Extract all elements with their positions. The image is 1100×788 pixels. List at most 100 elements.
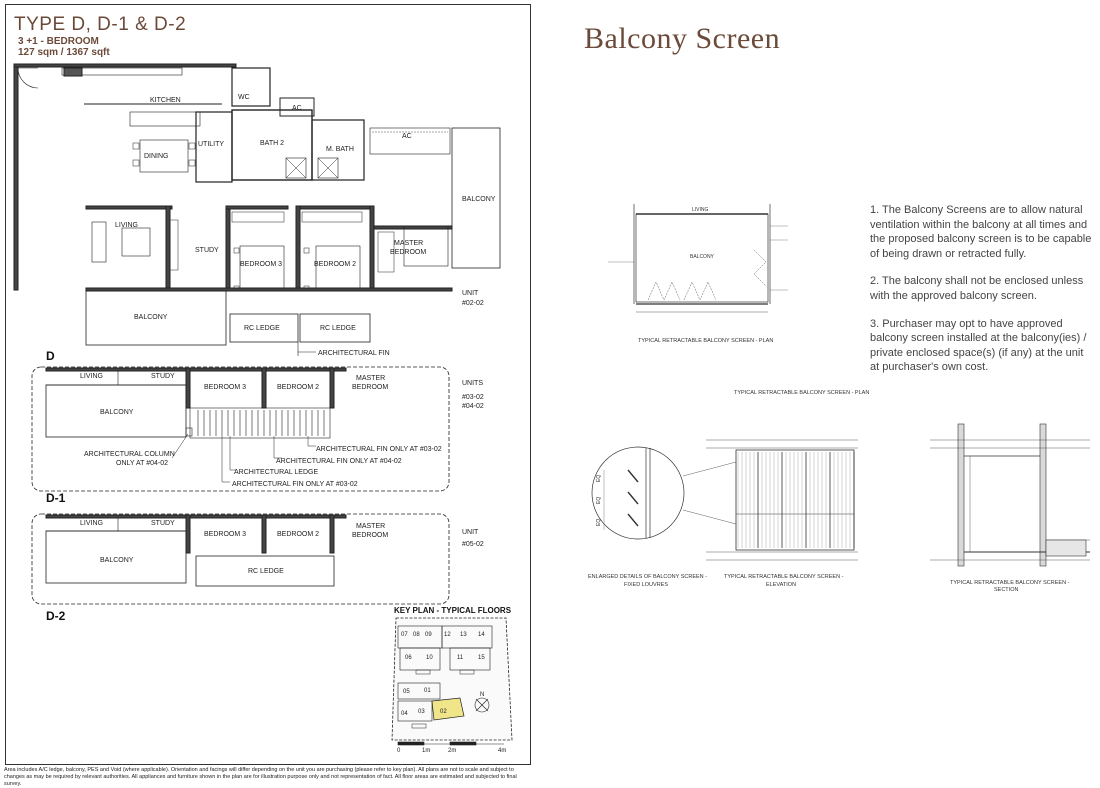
- plan-balcony-label: BALCONY: [690, 254, 715, 260]
- unit-type-title: TYPE D, D-1 & D-2: [14, 14, 187, 35]
- d1-units-label: UNITS: [462, 380, 483, 387]
- block-01: 01: [424, 688, 431, 694]
- plan-d-labels: KITCHEN WC AC UTILITY DINING BATH 2 M. B…: [46, 94, 496, 363]
- scale-2m: 2m: [448, 748, 456, 754]
- key-plan-title: KEY PLAN - TYPICAL FLOORS: [394, 606, 512, 615]
- eq-label-3: EQ: [596, 519, 602, 526]
- eq-label-1: EQ: [596, 475, 602, 482]
- plan-d2-walls: [31, 513, 450, 605]
- room-balcony: BALCONY: [134, 314, 168, 321]
- key-plan-labels: KEY PLAN - TYPICAL FLOORS 07 08 09 12 13…: [394, 606, 512, 754]
- d2-master: MASTER: [356, 523, 385, 530]
- caption-section-1: TYPICAL RETRACTABLE BALCONY SCREEN -: [950, 580, 1070, 586]
- block-02-highlight: 02: [440, 709, 447, 715]
- d1-fin-03: ARCHITECTURAL FIN ONLY AT #03-02: [316, 446, 442, 453]
- balcony-screen-notes: 1. The Balcony Screens are to allow natu…: [870, 203, 1092, 388]
- note-3: 3. Purchaser may opt to have approved ba…: [870, 317, 1087, 374]
- balcony-screen-title: Balcony Screen: [584, 22, 781, 55]
- screen-plan-labels: LIVING BALCONY TYPICAL RETRACTABLE BALCO…: [638, 207, 869, 396]
- caption-plan-2: TYPICAL RETRACTABLE BALCONY SCREEN - PLA…: [734, 390, 869, 396]
- d1-ledge: ARCHITECTURAL LEDGE: [234, 469, 318, 476]
- caption-detail-1: ENLARGED DETAILS OF BALCONY SCREEN -: [588, 574, 707, 580]
- room-dining: DINING: [144, 153, 169, 160]
- room-utility: UTILITY: [198, 141, 224, 148]
- room-balcony-right: BALCONY: [462, 196, 496, 203]
- d1-balcony: BALCONY: [100, 409, 134, 416]
- plan-d-walls: [13, 63, 501, 356]
- plan-d1-labels: LIVING STUDY BEDROOM 3 BEDROOM 2 MASTER …: [46, 373, 484, 505]
- caption-plan: TYPICAL RETRACTABLE BALCONY SCREEN - PLA…: [638, 338, 773, 344]
- room-master-bedroom: BEDROOM: [390, 249, 426, 256]
- room-study: STUDY: [195, 247, 219, 254]
- d1-fin-04: ARCHITECTURAL FIN ONLY AT #04-02: [276, 458, 402, 465]
- d2-unit-no: #05-02: [462, 541, 484, 548]
- d1-study: STUDY: [151, 373, 175, 380]
- caption-elevation-2: ELEVATION: [766, 582, 796, 588]
- plan-d2-labels: LIVING STUDY BEDROOM 3 BEDROOM 2 MASTER …: [46, 520, 484, 623]
- d2-bedroom2: BEDROOM 2: [277, 531, 319, 538]
- room-mbath: M. BATH: [326, 146, 354, 153]
- d2-rc-ledge: RC LEDGE: [248, 568, 284, 575]
- room-bedroom2: BEDROOM 2: [314, 261, 356, 268]
- room-bedroom3: BEDROOM 3: [240, 261, 282, 268]
- d1-fin-03b: ARCHITECTURAL FIN ONLY AT #03-02: [232, 481, 358, 488]
- d2-balcony: BALCONY: [100, 557, 134, 564]
- d1-unit-b: #04-02: [462, 403, 484, 410]
- scale-0: 0: [397, 748, 401, 754]
- d1-living: LIVING: [80, 373, 103, 380]
- rc-ledge-1: RC LEDGE: [244, 325, 280, 332]
- note-2: 2. The balcony shall not be enclosed unl…: [870, 275, 1084, 302]
- block-14: 14: [478, 632, 485, 638]
- scale-4m: 4m: [498, 748, 506, 754]
- bedroom-count: 3 +1 - BEDROOM: [18, 36, 99, 47]
- block-09: 09: [425, 632, 432, 638]
- block-10: 10: [426, 655, 433, 661]
- block-11: 11: [457, 655, 464, 661]
- ac-label-1: AC: [292, 105, 302, 112]
- floorplan-frame: [5, 4, 531, 765]
- block-03: 03: [418, 709, 425, 715]
- d2-living: LIVING: [80, 520, 103, 527]
- detail-labels: EQ EQ EQ ENLARGED DETAILS OF BALCONY SCR…: [588, 475, 707, 588]
- key-plan-graphic: [391, 617, 513, 741]
- block-12: 12: [444, 632, 451, 638]
- d2-bedroom3: BEDROOM 3: [204, 531, 246, 538]
- room-master: MASTER: [394, 240, 423, 247]
- section-labels: TYPICAL RETRACTABLE BALCONY SCREEN - SEC…: [950, 580, 1070, 593]
- block-07: 07: [401, 632, 408, 638]
- block-05: 05: [403, 689, 410, 695]
- d2-master-bedroom: BEDROOM: [352, 532, 388, 539]
- block-13: 13: [460, 632, 467, 638]
- d1-unit-a: #03-02: [462, 394, 484, 401]
- elevation-louvres: [737, 452, 855, 548]
- unit-area: 127 sqm / 1367 sqft: [18, 47, 110, 58]
- scale-1m: 1m: [422, 748, 430, 754]
- caption-elevation-1: TYPICAL RETRACTABLE BALCONY SCREEN -: [724, 574, 844, 580]
- block-04: 04: [401, 711, 408, 717]
- rc-ledge-2: RC LEDGE: [320, 325, 356, 332]
- d1-arch-column-2: ONLY AT #04-02: [116, 460, 168, 467]
- note-1: 1. The Balcony Screens are to allow natu…: [870, 204, 1092, 260]
- screen-plan-drawing: [608, 204, 788, 313]
- scale-bar: [397, 741, 504, 746]
- plan-d1-walls: [31, 366, 450, 492]
- plan-d-label: D: [46, 349, 55, 363]
- d1-master: MASTER: [356, 375, 385, 382]
- caption-detail-2: FIXED LOUVRES: [624, 582, 668, 588]
- elevation-labels: TYPICAL RETRACTABLE BALCONY SCREEN - ELE…: [724, 574, 844, 588]
- detail-circle-drawing: [591, 446, 737, 540]
- ac-label-2: AC: [402, 133, 412, 140]
- section-drawing: [930, 423, 1090, 567]
- room-living: LIVING: [115, 222, 138, 229]
- room-wc: WC: [238, 94, 250, 101]
- d1-arch-column: ARCHITECTURAL COLUMN: [84, 451, 175, 458]
- d2-unit-label: UNIT: [462, 529, 479, 536]
- block-08: 08: [413, 632, 420, 638]
- plan-living-label: LIVING: [692, 207, 709, 213]
- unit-no-d: #02-02: [462, 300, 484, 307]
- floor-plans-svg: KITCHEN WC AC UTILITY DINING BATH 2 M. B…: [13, 63, 513, 754]
- block-06: 06: [405, 655, 412, 661]
- block-15: 15: [478, 655, 485, 661]
- north-label: N: [480, 692, 484, 698]
- caption-section-2: SECTION: [994, 587, 1018, 593]
